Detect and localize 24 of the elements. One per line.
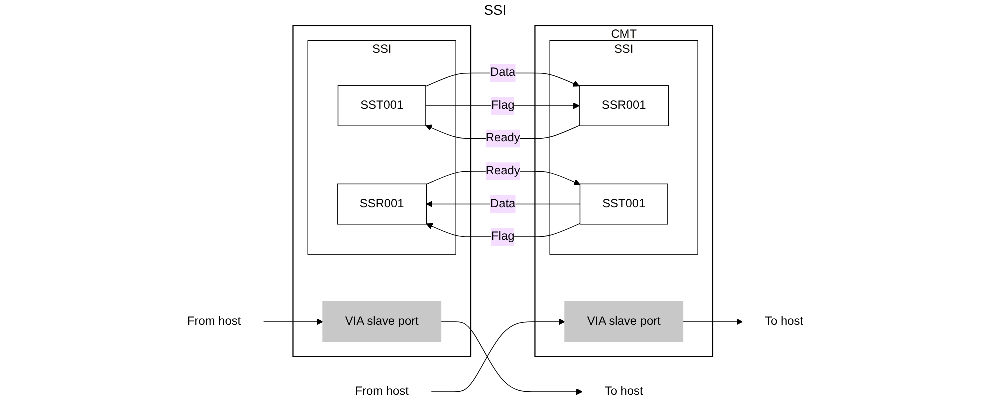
edge-label: Ready xyxy=(486,132,520,145)
node-box: SST001 xyxy=(338,86,426,126)
node-box: VIA slave port xyxy=(322,301,442,342)
edge-label: Data xyxy=(490,66,516,80)
edge-label: Data xyxy=(490,198,516,210)
edge-label: Flag xyxy=(492,230,515,244)
node-text: To host xyxy=(604,385,644,398)
arrow xyxy=(440,322,583,396)
node-box: SST001 xyxy=(580,184,668,225)
node-box: VIA slave port xyxy=(564,301,684,342)
node-box: SSR001 xyxy=(337,184,428,225)
node-box: SSR001 xyxy=(579,86,669,126)
arrow xyxy=(263,318,324,326)
note-text: SSI xyxy=(484,2,507,18)
edge-label: Ready xyxy=(486,164,520,178)
arrow xyxy=(682,318,744,326)
cluster xyxy=(292,25,472,358)
arrow xyxy=(430,318,566,392)
edge-label: Flag xyxy=(492,99,515,112)
node-text: From host xyxy=(355,385,409,398)
arrow xyxy=(426,223,581,238)
node-text: From host xyxy=(187,315,242,328)
node-text: To host xyxy=(765,315,804,328)
arrow xyxy=(426,102,580,110)
